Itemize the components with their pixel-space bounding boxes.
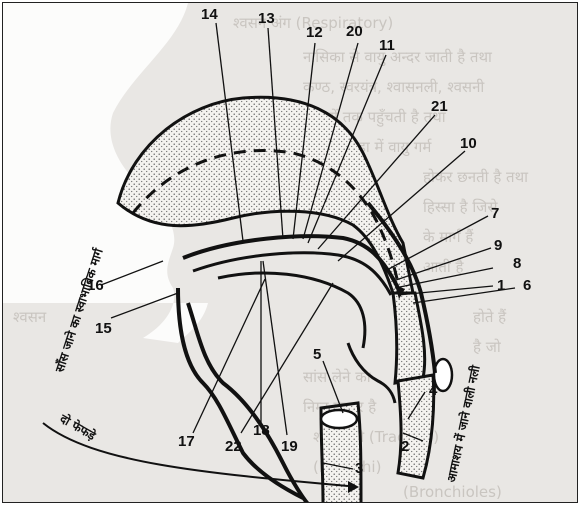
trachea-opening xyxy=(321,410,357,428)
palate xyxy=(183,236,398,288)
label-12: 12 xyxy=(306,24,323,41)
label-17: 17 xyxy=(178,433,195,450)
label-13: 13 xyxy=(258,10,275,27)
label-10: 10 xyxy=(460,135,477,152)
label-2: 2 xyxy=(401,438,409,455)
to-lungs-label: दो फेफड़े xyxy=(57,411,99,443)
neck-front xyxy=(188,303,308,503)
pharynx xyxy=(393,293,425,383)
label-22: 22 xyxy=(225,438,242,455)
label-4: 4 xyxy=(429,382,438,399)
tongue-upper xyxy=(218,273,365,348)
epiglottis xyxy=(348,343,395,403)
label-21: 21 xyxy=(431,98,448,115)
label-11: 11 xyxy=(379,37,395,54)
label-3: 3 xyxy=(355,460,363,477)
label-9: 9 xyxy=(494,237,502,254)
label-6: 6 xyxy=(523,277,531,294)
label-18: 18 xyxy=(253,422,270,439)
label-5: 5 xyxy=(313,346,321,363)
label-8: 8 xyxy=(513,255,521,272)
label-14: 14 xyxy=(201,6,218,23)
respiratory-diagram: 14 13 12 20 11 21 10 7 9 8 1 6 16 15 5 4… xyxy=(3,3,578,503)
label-7: 7 xyxy=(491,205,499,222)
label-15: 15 xyxy=(95,320,112,337)
label-19: 19 xyxy=(281,438,298,455)
label-1: 1 xyxy=(497,277,505,294)
label-20: 20 xyxy=(346,23,363,40)
diagram-frame: श्वसन अंग (Respiratory) नासिका से वायु अ… xyxy=(2,2,578,503)
